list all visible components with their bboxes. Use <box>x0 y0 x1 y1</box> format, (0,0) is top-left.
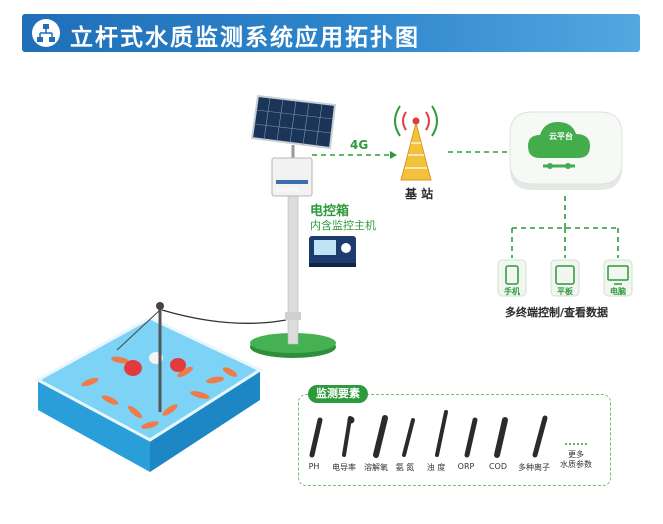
sensor-more-line2: 水质参数 <box>560 460 592 469</box>
terminal-caption: 多终端控制/查看数据 <box>505 306 609 319</box>
cabinet-panel-label: 电源远程控制 <box>275 187 299 192</box>
terminal-devices <box>497 259 633 297</box>
sensor-label-cod: COD <box>488 462 508 471</box>
title-banner <box>22 14 640 52</box>
monitoring-host-device <box>309 236 356 267</box>
sensor-label-dissolved-oxygen: 溶解氧 <box>364 463 388 472</box>
control-box-subtitle: 内含监控主机 <box>310 219 376 232</box>
sensor-more-line1: 更多 <box>568 450 584 459</box>
4g-label: 4G <box>350 138 369 152</box>
terminal-phone-label: 手机 <box>504 287 520 296</box>
terminal-pc-label: 电脑 <box>610 287 626 296</box>
aquaculture-pond <box>34 302 287 472</box>
sensor-label-ions: 多种离子 <box>518 463 550 472</box>
sensor-label-ph: PH <box>308 462 320 471</box>
sensor-label-conductivity: 电导率 <box>332 463 356 472</box>
sensor-probes <box>309 410 548 458</box>
sensor-panel-title: 监测要素 <box>308 385 368 403</box>
sensor-label-turbidity: 浊 度 <box>426 463 446 472</box>
sensor-panel <box>298 394 611 486</box>
base-station-label: 基 站 <box>405 187 434 201</box>
cloud-platform <box>509 111 623 190</box>
cloud-label: 云平台 <box>549 132 573 141</box>
monitoring-pole <box>250 94 337 358</box>
sensor-label-orp: ORP <box>457 462 475 471</box>
hierarchy-icon <box>32 19 60 47</box>
page-title: 立杆式水质监测系统应用拓扑图 <box>70 24 420 51</box>
base-station-tower <box>394 105 438 181</box>
terminal-tablet-label: 平板 <box>557 287 573 296</box>
sensor-label-ammonia: 氨 氮 <box>395 463 415 472</box>
more-dots <box>565 443 587 445</box>
network-links <box>312 151 619 258</box>
control-box-title: 电控箱 <box>310 204 350 219</box>
